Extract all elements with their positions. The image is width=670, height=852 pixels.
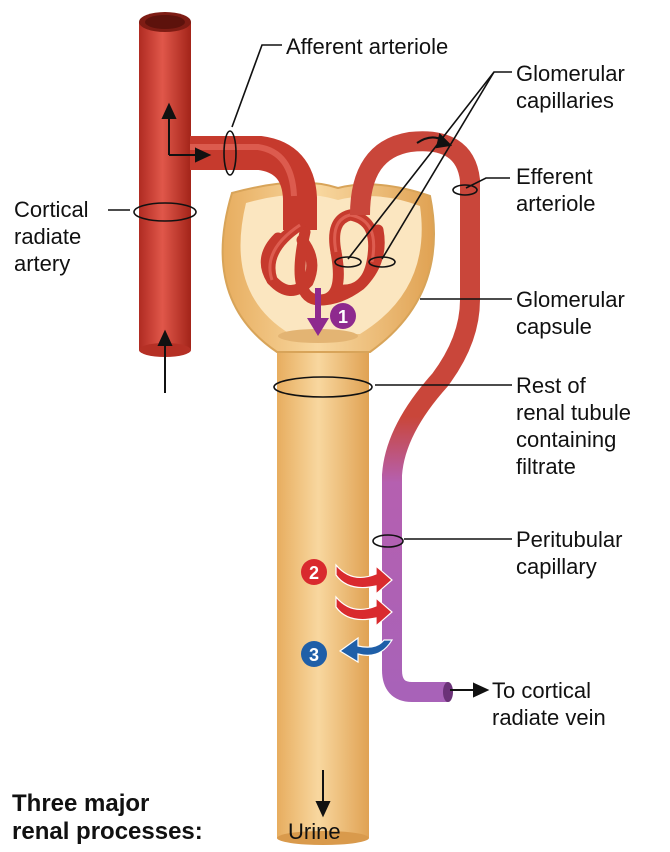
heading-line-1: Three major [12, 790, 203, 818]
label-to-cortical-radiate-vein-line-1: To cortical [492, 677, 606, 704]
process-2-marker: 2 [309, 563, 319, 583]
label-glomerular-capsule: Glomerular capsule [516, 286, 625, 340]
process-3-marker: 3 [309, 645, 319, 665]
label-rest-of-renal-tubule-line-2: renal tubule [516, 399, 631, 426]
label-afferent-arteriole-line-1: Afferent arteriole [286, 33, 448, 60]
label-urine-line-1: Urine [288, 818, 341, 845]
label-cortical-radiate-artery-line-2: radiate [14, 223, 89, 250]
label-to-cortical-radiate-vein-line-2: radiate vein [492, 704, 606, 731]
label-efferent-arteriole-line-1: Efferent [516, 163, 595, 190]
label-to-cortical-radiate-vein: To cortical radiate vein [492, 677, 606, 731]
label-glomerular-capsule-line-1: Glomerular [516, 286, 625, 313]
label-peritubular-capillary-line-2: capillary [516, 553, 622, 580]
label-urine: Urine [288, 818, 341, 845]
label-rest-of-renal-tubule-line-1: Rest of [516, 372, 631, 399]
label-efferent-arteriole: Efferent arteriole [516, 163, 595, 217]
label-peritubular-capillary: Peritubular capillary [516, 526, 622, 580]
label-cortical-radiate-artery-line-1: Cortical [14, 196, 89, 223]
label-cortical-radiate-artery-line-3: artery [14, 250, 89, 277]
label-rest-of-renal-tubule-line-3: containing [516, 426, 631, 453]
label-glomerular-capillaries: Glomerular capillaries [516, 60, 625, 114]
process-1-marker: 1 [338, 307, 348, 327]
label-peritubular-capillary-line-1: Peritubular [516, 526, 622, 553]
label-afferent-arteriole: Afferent arteriole [286, 33, 448, 60]
label-rest-of-renal-tubule-line-4: filtrate [516, 453, 631, 480]
heading-line-2: renal processes: [12, 818, 203, 846]
label-efferent-arteriole-line-2: arteriole [516, 190, 595, 217]
label-glomerular-capillaries-line-1: Glomerular [516, 60, 625, 87]
label-rest-of-renal-tubule: Rest of renal tubule containing filtrate [516, 372, 631, 480]
label-glomerular-capillaries-line-2: capillaries [516, 87, 625, 114]
label-cortical-radiate-artery: Cortical radiate artery [14, 196, 89, 277]
heading-three-major-renal-processes: Three major renal processes: [12, 790, 203, 846]
cortical-radiate-artery [139, 22, 191, 350]
label-glomerular-capsule-line-2: capsule [516, 313, 625, 340]
